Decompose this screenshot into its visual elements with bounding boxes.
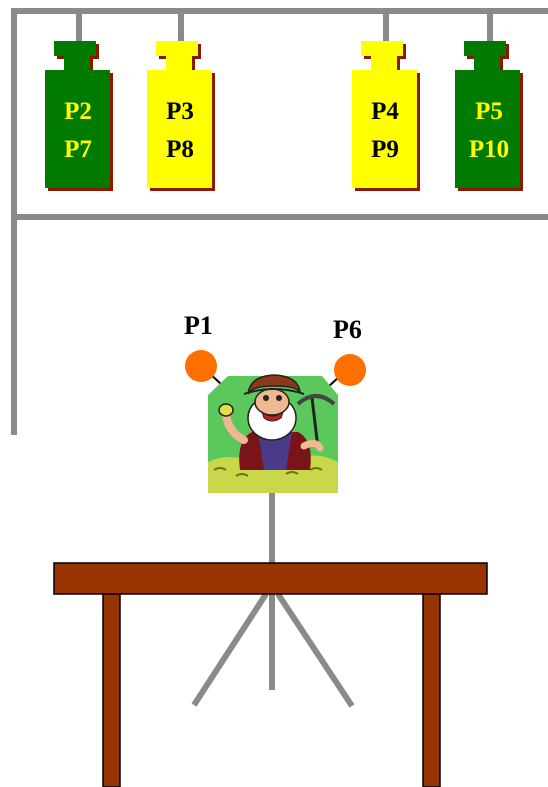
tripod-leg-right: [275, 592, 355, 708]
weight-p5-p10: P5 P10: [455, 41, 523, 191]
weight-top-label: P5: [475, 98, 503, 125]
ball-right-label: P6: [333, 315, 362, 344]
weight-p2-p7: P2 P7: [45, 41, 113, 191]
weight-top-label: P3: [166, 98, 194, 125]
weight-bottom-label: P8: [166, 136, 194, 163]
weight-bottom-label: P10: [469, 136, 509, 163]
weight-bottom-label: P7: [64, 136, 92, 163]
weight-top-label: P4: [371, 98, 399, 125]
weight-bottom-label: P9: [371, 136, 399, 163]
ball-left: [185, 350, 217, 382]
table-leg-right: [422, 593, 441, 787]
ball-right: [334, 354, 366, 386]
table-top: [53, 562, 488, 595]
table: [53, 562, 488, 787]
weight-p4-p9: P4 P9: [352, 41, 420, 191]
tripod-leg-left: [191, 592, 269, 707]
hanging-rack: [11, 8, 548, 435]
ball-left-label: P1: [184, 311, 213, 340]
tripod: [191, 592, 355, 708]
table-leg-left: [102, 593, 121, 787]
miner-with-pickaxe-icon: [208, 374, 338, 493]
ball-assembly: P1 P6: [184, 311, 366, 399]
weight-top-label: P2: [64, 98, 92, 125]
weight-p3-p8: P3 P8: [147, 41, 215, 191]
